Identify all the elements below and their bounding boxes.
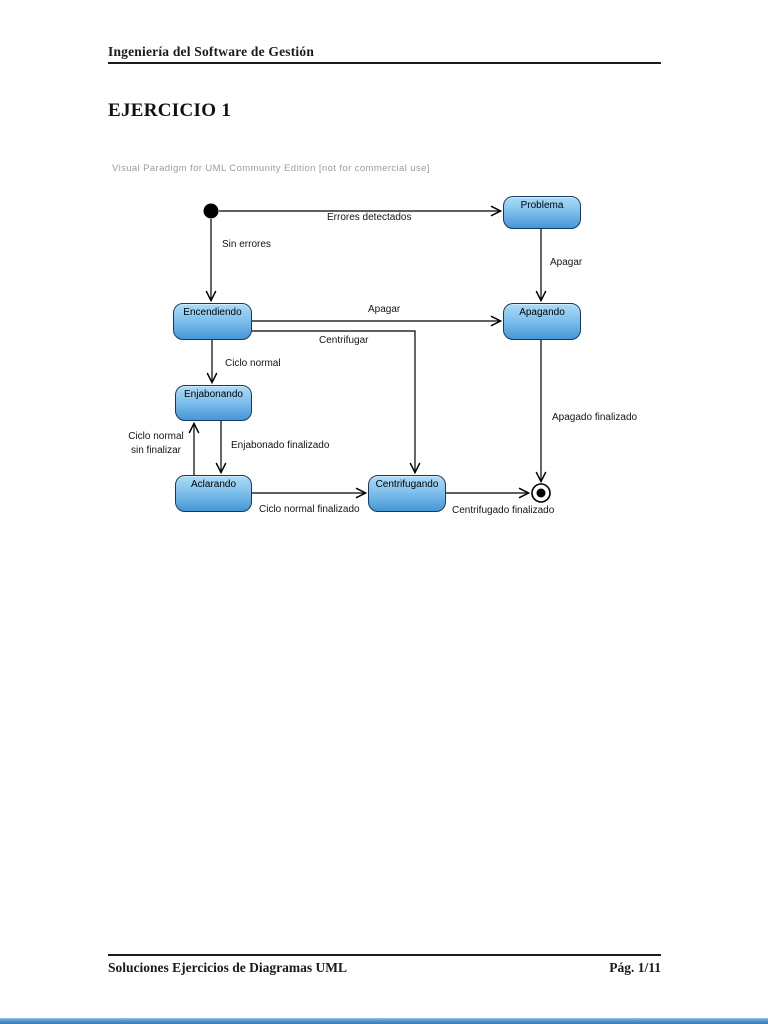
label-centrifugar: Centrifugar [319,335,369,346]
label-enjabonado-finalizado: Enjabonado finalizado [231,440,330,451]
state-encendiendo: Encendiendo [173,303,252,340]
footer-page-number: Pág. 1/11 [609,960,661,975]
label-errores-detectados: Errores detectados [327,212,412,223]
watermark-text: Visual Paradigm for UML Community Editio… [112,163,430,174]
state-centrifugando: Centrifugando [368,475,446,512]
footer-document-name: Soluciones Ejercicios de Diagramas UML [108,960,347,975]
label-apagar-problema: Apagar [550,257,583,268]
state-enjabonando: Enjabonando [175,385,252,421]
state-apagando: Apagando [503,303,581,340]
state-problema: Problema [503,196,581,229]
label-centrifugado-finalizado: Centrifugado finalizado [452,505,555,516]
state-aclarando: Aclarando [175,475,252,512]
header-rule [108,62,661,64]
label-ciclo-normal-sin-finalizar: Ciclo normal sin finalizar [128,431,184,456]
label-ciclo-normal: Ciclo normal [225,358,281,369]
footer-rule [108,954,661,956]
label-ciclo-normal-finalizado: Ciclo normal finalizado [259,504,360,515]
label-apagado-finalizado: Apagado finalizado [552,412,638,423]
label-sin-errores: Sin errores [222,239,271,250]
label-apagar-encendiendo: Apagar [368,304,401,315]
final-state-node [531,483,551,503]
document-header: Ingeniería del Software de Gestión [108,44,315,59]
viewer-bottom-bar [0,1018,768,1024]
page-title: EJERCICIO 1 [108,100,232,121]
initial-state-node [203,203,219,219]
